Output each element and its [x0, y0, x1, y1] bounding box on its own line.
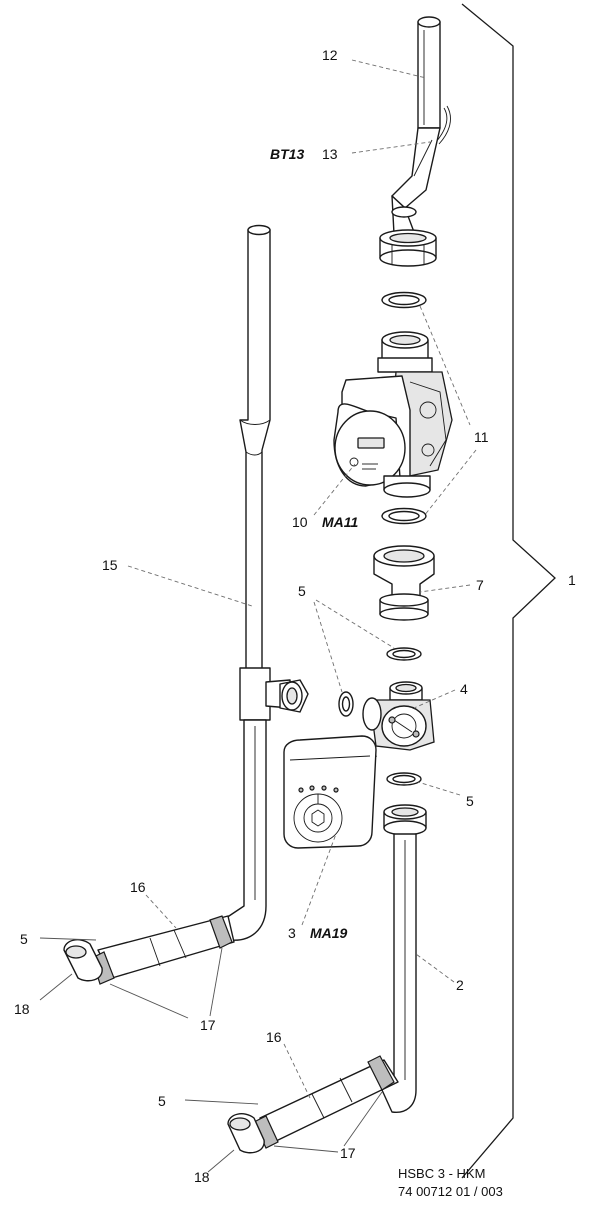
model-name: HSBC 3 - HKM — [398, 1166, 485, 1181]
callout-5-valve-bottom: 5 — [466, 793, 474, 809]
callout-2: 2 — [456, 977, 464, 993]
callout-15: 15 — [102, 557, 118, 573]
callout-10: 10 — [292, 514, 308, 530]
flow-pipe — [225, 224, 309, 941]
callout-5-valve-top: 5 — [298, 583, 306, 599]
callout-16-right: 16 — [266, 1029, 282, 1045]
code-bt13: BT13 — [270, 146, 304, 162]
callout-7: 7 — [476, 577, 484, 593]
union-nut-upper — [379, 229, 437, 267]
adapter-nipple — [373, 545, 435, 621]
callout-3: 3 — [288, 925, 296, 941]
document-number: 74 00712 01 / 003 — [398, 1184, 503, 1199]
circulation-pump — [333, 331, 453, 498]
gasket-upper — [381, 291, 427, 309]
callout-18-left: 18 — [14, 1001, 30, 1017]
code-ma19: MA19 — [310, 925, 348, 941]
return-pipe — [381, 833, 417, 1113]
callout-12: 12 — [322, 47, 338, 63]
callout-13: 13 — [322, 146, 338, 162]
supply-pipe — [417, 16, 441, 129]
gasket-valve-side — [338, 691, 354, 717]
callout-17-left: 17 — [200, 1017, 216, 1033]
callout-11: 11 — [474, 429, 489, 445]
code-ma11: MA11 — [322, 514, 359, 530]
callout-16-left: 16 — [130, 879, 146, 895]
valve-actuator — [283, 735, 377, 849]
callout-4: 4 — [460, 681, 468, 697]
assembly-bracket — [461, 3, 556, 1179]
callout-5-left: 5 — [20, 931, 28, 947]
gasket-lower — [381, 507, 427, 525]
mixing-valve — [362, 681, 435, 751]
callout-17-right: 17 — [340, 1145, 356, 1161]
hose-right — [227, 1055, 399, 1154]
leader-lines — [39, 59, 477, 1173]
callout-18-right: 18 — [194, 1169, 210, 1185]
hose-left — [63, 915, 235, 985]
callout-5-right: 5 — [158, 1093, 166, 1109]
gasket-nipple — [386, 647, 422, 661]
callout-labels: 12 BT13 13 11 10 MA11 15 1 7 5 4 5 3 MA1… — [14, 47, 576, 1185]
union-nut-lower — [383, 804, 427, 836]
callout-1: 1 — [568, 572, 576, 588]
gasket-valve-lower — [386, 772, 422, 786]
drawing-reference: HSBC 3 - HKM 74 00712 01 / 003 — [398, 1166, 503, 1199]
